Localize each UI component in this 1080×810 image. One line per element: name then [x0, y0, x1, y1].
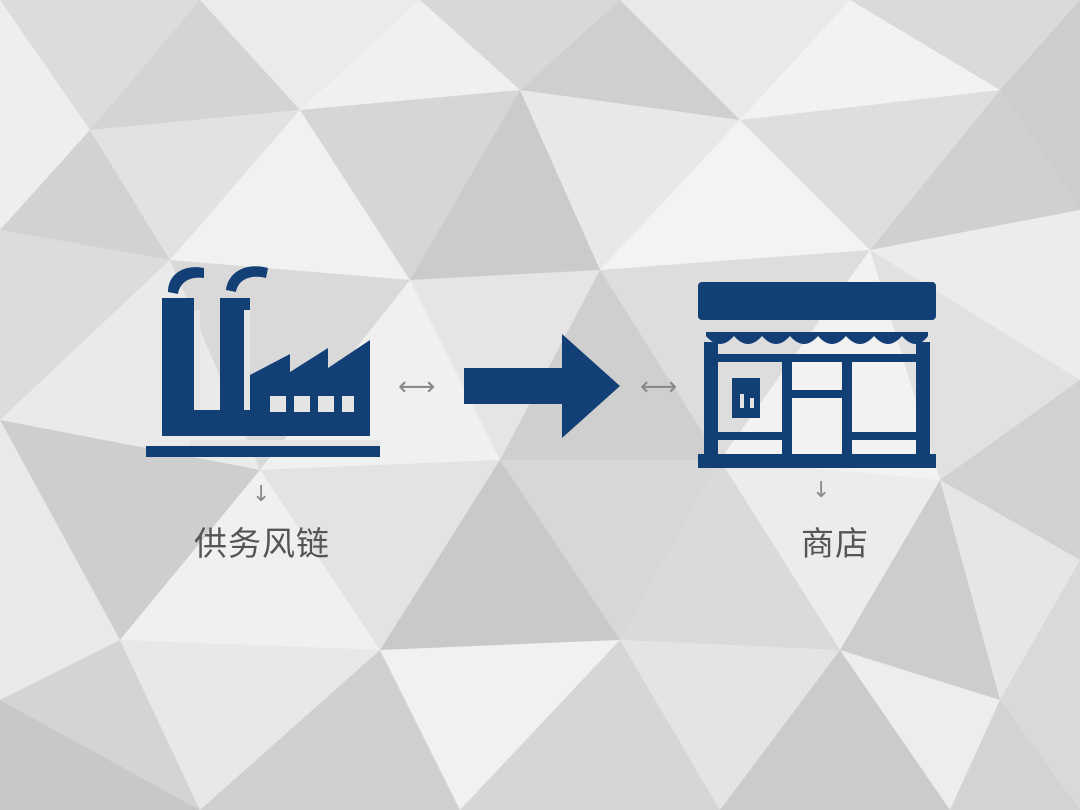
double-arrow-left: ⟷ — [398, 372, 436, 402]
factory-label: 供务风链 — [194, 524, 330, 563]
flow-arrow — [464, 334, 620, 438]
store-label: 商店 — [801, 524, 869, 563]
down-arrow-store: ↓ — [812, 478, 831, 503]
store-icon — [698, 282, 936, 468]
factory-icon — [146, 266, 380, 457]
down-arrow-factory: ↓ — [252, 482, 271, 507]
double-arrow-right: ⟷ — [640, 372, 678, 402]
